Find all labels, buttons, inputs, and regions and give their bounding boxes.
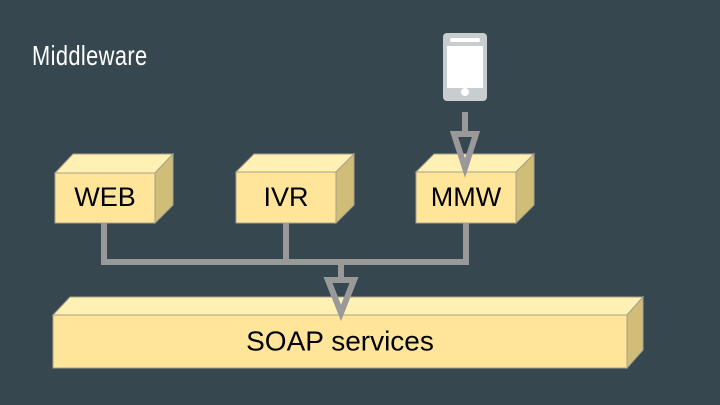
web-box-front: [54, 172, 156, 224]
soap-box-label: SOAP services: [246, 325, 434, 356]
web-box-top: [53, 153, 175, 174]
mmw-box[interactable]: MMW: [414, 152, 536, 225]
mmw-arrowhead: [449, 131, 481, 178]
web-box-label: WEB: [74, 182, 136, 212]
slide-title: Middleware: [32, 40, 148, 71]
bus-connector: [101, 223, 469, 282]
soap-services-box[interactable]: SOAP services: [51, 295, 645, 370]
soap-arrowhead-overlay: [323, 277, 359, 322]
ivr-box-label: IVR: [263, 182, 308, 212]
ivr-box[interactable]: IVR: [234, 152, 356, 225]
web-box[interactable]: WEB: [53, 152, 175, 225]
soap-box-front: [52, 314, 628, 369]
mmw-box-front: [415, 171, 517, 224]
mmw-box-top: [414, 153, 536, 173]
ivr-box-top: [234, 153, 356, 173]
ivr-box-front: [235, 171, 337, 224]
mmw-box-label: MMW: [431, 182, 502, 212]
mobile-phone-icon: [443, 33, 487, 101]
